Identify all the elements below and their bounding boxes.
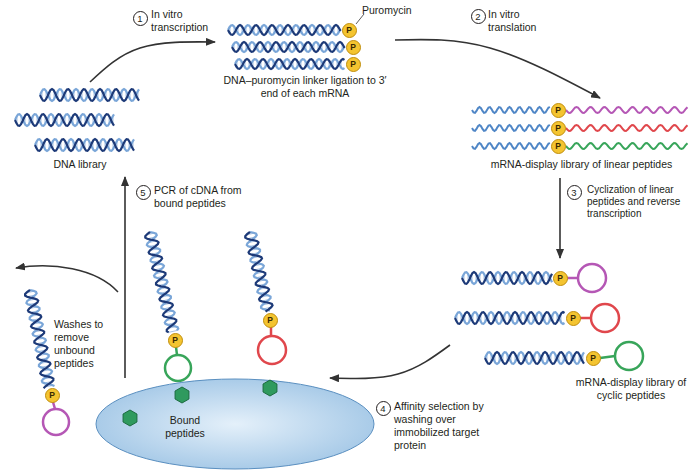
target-surface: Bound peptides xyxy=(95,378,375,470)
strand xyxy=(455,312,565,324)
target-protein xyxy=(263,380,277,396)
dna-helix xyxy=(40,89,139,101)
stage-group: DNA–puromycin linker ligation to 3′ end … xyxy=(215,18,395,103)
step-label: PCR of cDNA from bound peptides xyxy=(154,184,254,210)
puromycin-mark: P xyxy=(342,23,357,38)
strand xyxy=(15,114,114,126)
strand-wave xyxy=(566,143,688,149)
strand xyxy=(25,290,53,388)
node-caption: mRNA-display library of cyclic peptides xyxy=(572,376,690,402)
strand xyxy=(485,352,584,364)
dna-helix xyxy=(25,290,54,388)
stage-group: mRNA-display library of cyclic peptides xyxy=(450,258,695,408)
puromycin-mark: P xyxy=(551,121,566,136)
puromycin-mark: P xyxy=(551,139,566,154)
wash-arrow xyxy=(16,266,118,292)
ellipse-outline xyxy=(95,378,375,470)
stage-group: mRNA-display library of linear peptides xyxy=(468,98,695,178)
target-protein xyxy=(123,410,137,426)
cycle-arrow xyxy=(559,178,561,258)
step-label: In vitro translation xyxy=(488,8,558,34)
dna-helix xyxy=(245,232,272,312)
dna-helix xyxy=(232,42,345,52)
strand xyxy=(40,89,139,101)
puromycin-mark: P xyxy=(168,333,183,348)
puromycin-mark: P xyxy=(346,40,361,55)
strand xyxy=(235,59,345,69)
node-caption: DNA library xyxy=(10,158,150,171)
mrna-strands xyxy=(472,107,688,149)
callout-number: 3 xyxy=(567,185,582,200)
strand-wave xyxy=(472,125,550,131)
node-caption: mRNA-display library of linear peptides xyxy=(468,158,695,171)
dna-helix xyxy=(462,272,552,284)
stage-group: DNA library xyxy=(10,82,150,177)
strand-wave xyxy=(472,107,550,113)
strand xyxy=(145,232,176,332)
puromycin-mark: P xyxy=(551,103,566,118)
puromycin-mark: P xyxy=(553,271,568,286)
dna-helix xyxy=(485,352,584,364)
dna-helix xyxy=(455,312,565,324)
strand xyxy=(232,42,345,52)
puromycin-mark: P xyxy=(346,57,361,72)
strand xyxy=(455,312,565,324)
callout-number: 5 xyxy=(136,185,151,200)
strand xyxy=(40,89,139,101)
puromycin-mark: P xyxy=(263,313,278,328)
step-label: Cyclization of linear peptides and rever… xyxy=(587,184,693,220)
strand xyxy=(35,139,134,151)
strand xyxy=(245,232,272,312)
callout-number: 2 xyxy=(471,9,486,24)
strand xyxy=(232,42,345,52)
puromycin-mark: P xyxy=(45,388,60,403)
strand xyxy=(462,272,552,284)
callout-number: 1 xyxy=(133,11,148,26)
dna-helices xyxy=(15,25,584,388)
step-label: Affinity selection by washing over immob… xyxy=(394,400,486,452)
strand xyxy=(35,139,134,151)
strand xyxy=(485,352,584,364)
strand-wave xyxy=(566,125,688,131)
strand xyxy=(228,25,341,35)
strand xyxy=(462,272,552,284)
node-caption: DNA–puromycin linker ligation to 3′ end … xyxy=(215,74,395,100)
annotation: Puromycin xyxy=(362,4,432,17)
cycle-arrow xyxy=(90,42,215,82)
dna-helix xyxy=(228,25,341,35)
strand xyxy=(228,25,341,35)
puromycin-mark: P xyxy=(586,351,601,366)
cycle-arrow xyxy=(330,345,450,379)
cycle-arrow xyxy=(124,177,126,378)
dna-helix xyxy=(235,59,345,69)
dna-helix xyxy=(15,114,114,126)
dna-helix xyxy=(35,139,134,151)
step-label: In vitro transcription xyxy=(151,8,221,34)
strand-wave xyxy=(472,143,550,149)
callout-number: 4 xyxy=(376,401,391,416)
target-protein xyxy=(175,387,189,403)
annotation: Washes to remove unbound peptides xyxy=(54,318,116,370)
strand xyxy=(235,59,345,69)
dna-helix xyxy=(145,232,178,332)
strand-wave xyxy=(566,107,688,113)
strand xyxy=(15,114,114,126)
cycle-arrow xyxy=(395,40,600,98)
surface-ellipse xyxy=(96,379,374,469)
node-caption: Bound peptides xyxy=(157,414,213,440)
puromycin-mark: P xyxy=(566,311,581,326)
